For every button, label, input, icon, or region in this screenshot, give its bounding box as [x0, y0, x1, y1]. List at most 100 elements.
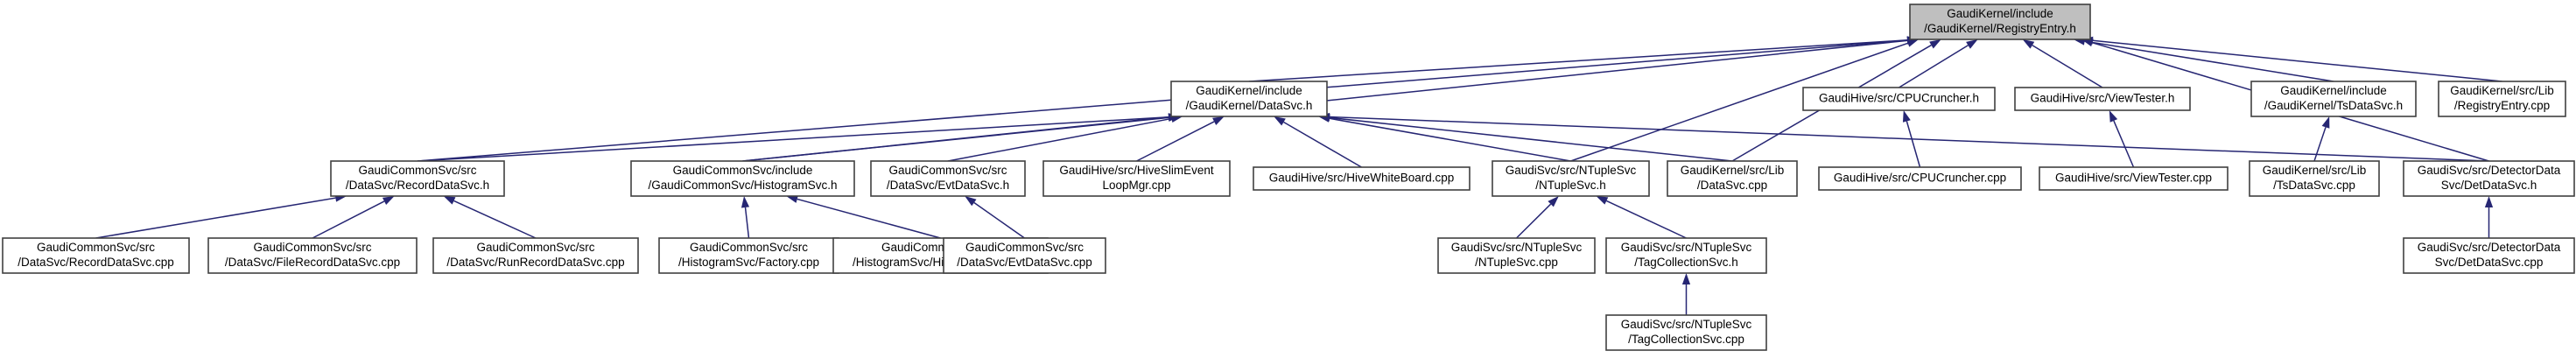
graph-node[interactable]: GaudiCommonSvc/src/DataSvc/EvtDataSvc.h: [870, 160, 1026, 197]
edge-line: [744, 207, 750, 239]
edge-arrowhead: [1681, 273, 1691, 284]
graph-node-root-box[interactable]: [1909, 4, 2091, 40]
edge-arrowhead: [1906, 39, 1919, 47]
graph-node[interactable]: GaudiCommonSvc/src/DataSvc/RecordDataSvc…: [330, 160, 505, 197]
graph-node-box[interactable]: [870, 160, 1026, 197]
graph-node-label: GaudiSvc/src/DetectorData: [2418, 241, 2561, 254]
graph-node-label: Svc/DetDataSvc.cpp: [2435, 256, 2544, 269]
graph-node-label: GaudiCommonSvc/src: [37, 241, 155, 254]
graph-node-box[interactable]: [1605, 314, 1767, 351]
edge-arrowhead: [1902, 110, 1911, 123]
graph-node-box[interactable]: [2403, 237, 2575, 274]
graph-node-box[interactable]: [943, 237, 1106, 274]
graph-node[interactable]: GaudiHive/src/CPUCruncher.cpp: [1818, 166, 2022, 191]
graph-node-label: GaudiSvc/src/DetectorData: [2418, 164, 2561, 177]
graph-node-box[interactable]: [1042, 160, 1231, 197]
graph-node[interactable]: GaudiKernel/src/Lib/DataSvc.cpp: [1667, 160, 1798, 197]
graph-node[interactable]: GaudiHive/src/CPUCruncher.h: [1802, 87, 1996, 111]
edge: [2022, 39, 2103, 88]
edge-arrowhead: [1966, 39, 1978, 49]
graph-node-box[interactable]: [1170, 81, 1328, 117]
graph-node[interactable]: GaudiKernel/src/Lib/TsDataSvc.cpp: [2249, 160, 2380, 197]
graph-node-box[interactable]: [1253, 166, 1470, 191]
graph-node-box[interactable]: [2014, 87, 2191, 111]
graph-node-box[interactable]: [1802, 87, 1996, 111]
edge: [1902, 110, 1921, 168]
edge: [2313, 116, 2330, 162]
graph-node[interactable]: GaudiSvc/src/NTupleSvc/NTupleSvc.cpp: [1437, 237, 1596, 274]
edge-arrowhead: [1212, 116, 1225, 125]
graph-node-box[interactable]: [2, 237, 190, 274]
graph-node-box[interactable]: [432, 237, 639, 274]
graph-node-label: Svc/DetDataSvc.h: [2441, 179, 2537, 192]
graph-node[interactable]: GaudiCommonSvc/src/DataSvc/RecordDataSvc…: [2, 237, 190, 274]
graph-node-box[interactable]: [330, 160, 505, 197]
edge: [95, 193, 347, 239]
edge-line: [2084, 40, 2334, 82]
edge-line: [1283, 121, 1362, 168]
graph-node-box[interactable]: [2249, 160, 2380, 197]
graph-node[interactable]: GaudiKernel/src/Lib/RegistryEntry.cpp: [2438, 81, 2566, 117]
edge-line: [1136, 121, 1215, 162]
edge-line: [1248, 39, 1908, 82]
graph-node-label: GaudiCommonSvc/src: [358, 164, 476, 177]
graph-node-label: GaudiCommonSvc/src: [690, 241, 808, 254]
edge-line: [742, 116, 1169, 162]
graph-node[interactable]: GaudiCommonSvc/src/HistogramSvc/Factory.…: [658, 237, 839, 274]
graph-node[interactable]: GaudiKernel/include/GaudiKernel/Registry…: [1909, 4, 2091, 40]
graph-node[interactable]: GaudiCommonSvc/include/GaudiCommonSvc/Hi…: [630, 160, 855, 197]
edge-arrowhead: [2321, 116, 2330, 129]
edge: [1274, 116, 1362, 168]
graph-node-label: /DataSvc/RecordDataSvc.h: [346, 179, 489, 192]
graph-node[interactable]: GaudiHive/src/ViewTester.cpp: [2039, 166, 2229, 191]
graph-node-label: /DataSvc/EvtDataSvc.cpp: [957, 256, 1092, 269]
graph-node-label: GaudiCommonSvc/include: [673, 164, 813, 177]
edge-arrowhead: [382, 196, 395, 206]
graph-node-box[interactable]: [2039, 166, 2229, 191]
edge-line: [797, 198, 941, 239]
graph-node-box[interactable]: [1492, 160, 1650, 197]
graph-node-box[interactable]: [1437, 237, 1596, 274]
graph-node-label: /GaudiKernel/DataSvc.h: [1186, 99, 1313, 112]
graph-node[interactable]: GaudiCommonSvc/src/DataSvc/EvtDataSvc.cp…: [943, 237, 1106, 274]
graph-node-box[interactable]: [630, 160, 855, 197]
edge: [417, 36, 1919, 162]
graph-node[interactable]: GaudiHive/src/ViewTester.h: [2014, 87, 2191, 111]
graph-node-label: GaudiSvc/src/NTupleSvc: [1451, 241, 1583, 254]
graph-node-label: GaudiCommonSvc/src: [888, 164, 1007, 177]
graph-node[interactable]: GaudiKernel/include/GaudiKernel/TsDataSv…: [2250, 81, 2417, 117]
edge: [1318, 113, 1733, 162]
edge: [1596, 196, 1687, 239]
graph-node[interactable]: GaudiSvc/src/DetectorDataSvc/DetDataSvc.…: [2403, 160, 2575, 197]
graph-node-box[interactable]: [2438, 81, 2566, 117]
graph-node[interactable]: GaudiSvc/src/NTupleSvc/NTupleSvc.h: [1492, 160, 1650, 197]
graph-node[interactable]: GaudiSvc/src/DetectorDataSvc/DetDataSvc.…: [2403, 237, 2575, 274]
graph-node-label: GaudiKernel/src/Lib: [2450, 84, 2554, 97]
graph-node-box[interactable]: [2250, 81, 2417, 117]
edge-line: [417, 116, 1169, 162]
nodes-layer: GaudiKernel/include/GaudiKernel/Registry…: [2, 4, 2575, 351]
graph-node-label: /DataSvc/RunRecordDataSvc.cpp: [446, 256, 624, 269]
graph-node-label: GaudiHive/src/ViewTester.cpp: [2055, 172, 2212, 185]
graph-node[interactable]: GaudiHive/src/HiveWhiteBoard.cpp: [1253, 166, 1470, 191]
edge-line: [2092, 39, 2502, 82]
graph-node-label: GaudiKernel/include: [1947, 7, 2053, 20]
graph-node[interactable]: GaudiSvc/src/NTupleSvc/TagCollectionSvc.…: [1605, 314, 1767, 351]
edge: [1570, 39, 1919, 162]
graph-node-box[interactable]: [1667, 160, 1798, 197]
graph-node-box[interactable]: [207, 237, 418, 274]
graph-node-label: /GaudiKernel/RegistryEntry.h: [1924, 22, 2076, 35]
graph-node-label: /TagCollectionSvc.h: [1634, 256, 1738, 269]
graph-node-box[interactable]: [1818, 166, 2022, 191]
graph-node[interactable]: GaudiSvc/src/NTupleSvc/TagCollectionSvc.…: [1605, 237, 1767, 274]
edge: [443, 196, 537, 239]
edge-arrowhead: [1596, 196, 1609, 205]
graph-node[interactable]: GaudiCommonSvc/src/DataSvc/RunRecordData…: [432, 237, 639, 274]
graph-node-box[interactable]: [1605, 237, 1767, 274]
graph-node-box[interactable]: [2403, 160, 2575, 197]
edge: [2109, 110, 2135, 168]
graph-node-label: GaudiHive/src/CPUCruncher.cpp: [1834, 172, 2006, 185]
graph-node[interactable]: GaudiCommonSvc/src/DataSvc/FileRecordDat…: [207, 237, 418, 274]
graph-node[interactable]: GaudiKernel/include/GaudiKernel/DataSvc.…: [1170, 81, 1328, 117]
